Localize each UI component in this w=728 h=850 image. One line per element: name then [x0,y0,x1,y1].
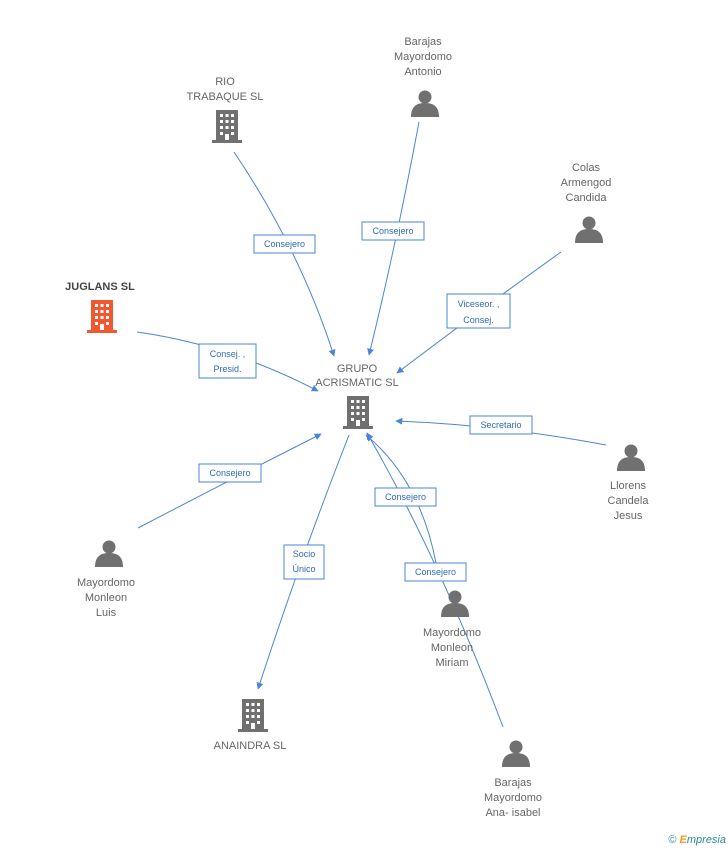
node-rio-trabaque[interactable]: RIO TRABAQUE SL [186,76,264,143]
edge-label-anaindra[interactable]: Socio Único [283,544,325,580]
svg-text:Candela: Candela [608,495,650,507]
edge-antonio-grupo [367,121,420,356]
brand-name: mpresia [686,834,726,846]
empresia-watermark: © Empresia [668,834,726,846]
edge-label-llorens[interactable]: Secretario [469,415,533,435]
node-barajas-ana-isabel[interactable]: Barajas Mayordomo Ana- isabel [484,740,542,820]
svg-text:Viceseor. ,: Viceseor. , [458,299,500,309]
edge-label-miriam[interactable]: Consejero [374,487,437,507]
svg-text:Barajas: Barajas [404,36,442,48]
svg-text:ACRISMATIC SL: ACRISMATIC SL [315,377,399,389]
node-label-line: RIO [215,76,235,88]
svg-text:GRUPO: GRUPO [337,363,378,375]
node-anaindra[interactable]: ANAINDRA SL [214,699,287,752]
svg-text:Consej.: Consej. [463,315,494,325]
edge-labels: Consejero Consejero Viceseor. , Consej. … [198,221,533,582]
svg-text:Armengod: Armengod [561,177,612,189]
svg-text:Luis: Luis [96,607,117,619]
svg-text:Antonio: Antonio [404,66,441,78]
svg-text:Consejero: Consejero [385,492,426,502]
node-mayordomo-luis[interactable]: Mayordomo Monleon Luis [77,540,135,620]
svg-text:Consejero: Consejero [209,468,250,478]
node-colas-armengod[interactable]: Colas Armengod Candida [561,162,612,243]
building-icon [212,110,242,143]
svg-text:ANAINDRA SL: ANAINDRA SL [214,740,287,752]
svg-text:Consejero: Consejero [415,567,456,577]
svg-text:Miriam: Miriam [436,657,469,669]
building-icon [87,300,117,333]
svg-text:Secretario: Secretario [480,420,521,430]
building-icon [343,396,373,429]
svg-text:JUGLANS SL: JUGLANS SL [65,281,135,293]
edge-label-luis[interactable]: Consejero [198,463,262,483]
brand-initial: E [679,834,687,846]
svg-text:Ana- isabel: Ana- isabel [485,807,540,819]
node-mayordomo-miriam[interactable]: Mayordomo Monleon Miriam [423,590,481,670]
edge-label-antonio[interactable]: Consejero [361,221,425,241]
edge-label-colas[interactable]: Viceseor. , Consej. [446,293,511,329]
svg-text:Monleon: Monleon [85,592,127,604]
svg-text:Barajas: Barajas [494,777,532,789]
node-llorens-candela[interactable]: Llorens Candela Jesus [608,444,650,523]
person-icon [441,590,469,617]
edge-label-juglans[interactable]: Consej. , Presid. [198,343,257,379]
svg-text:Mayordomo: Mayordomo [77,577,135,589]
svg-text:Consejero: Consejero [372,226,413,236]
svg-text:Único: Único [292,564,315,574]
svg-text:Colas: Colas [572,162,601,174]
edge-label-rio[interactable]: Consejero [253,234,316,254]
svg-text:Mayordomo: Mayordomo [394,51,452,63]
node-grupo-acrismatic[interactable]: GRUPO ACRISMATIC SL [315,363,399,429]
copyright-symbol: © [668,834,677,846]
person-icon [617,444,645,471]
svg-text:Mayordomo: Mayordomo [423,627,481,639]
svg-text:Presid.: Presid. [213,364,241,374]
svg-text:Jesus: Jesus [614,510,643,522]
svg-text:Mayordomo: Mayordomo [484,792,542,804]
edge-rio-grupo [233,151,336,357]
person-icon [411,90,439,117]
svg-text:Socio: Socio [293,549,316,559]
svg-text:Monleon: Monleon [431,642,473,654]
node-juglans[interactable]: JUGLANS SL [65,281,135,333]
edges [136,121,607,728]
building-icon [238,699,268,732]
person-icon [502,740,530,767]
node-label-line: TRABAQUE SL [186,91,263,103]
svg-text:Llorens: Llorens [610,480,647,492]
node-barajas-antonio[interactable]: Barajas Mayordomo Antonio [394,36,452,117]
person-icon [95,540,123,567]
edge-label-anaisabel[interactable]: Consejero [404,562,467,582]
svg-text:Consejero: Consejero [264,239,305,249]
svg-text:Candida: Candida [566,192,608,204]
svg-text:Consej. ,: Consej. , [210,349,246,359]
person-icon [575,216,603,243]
